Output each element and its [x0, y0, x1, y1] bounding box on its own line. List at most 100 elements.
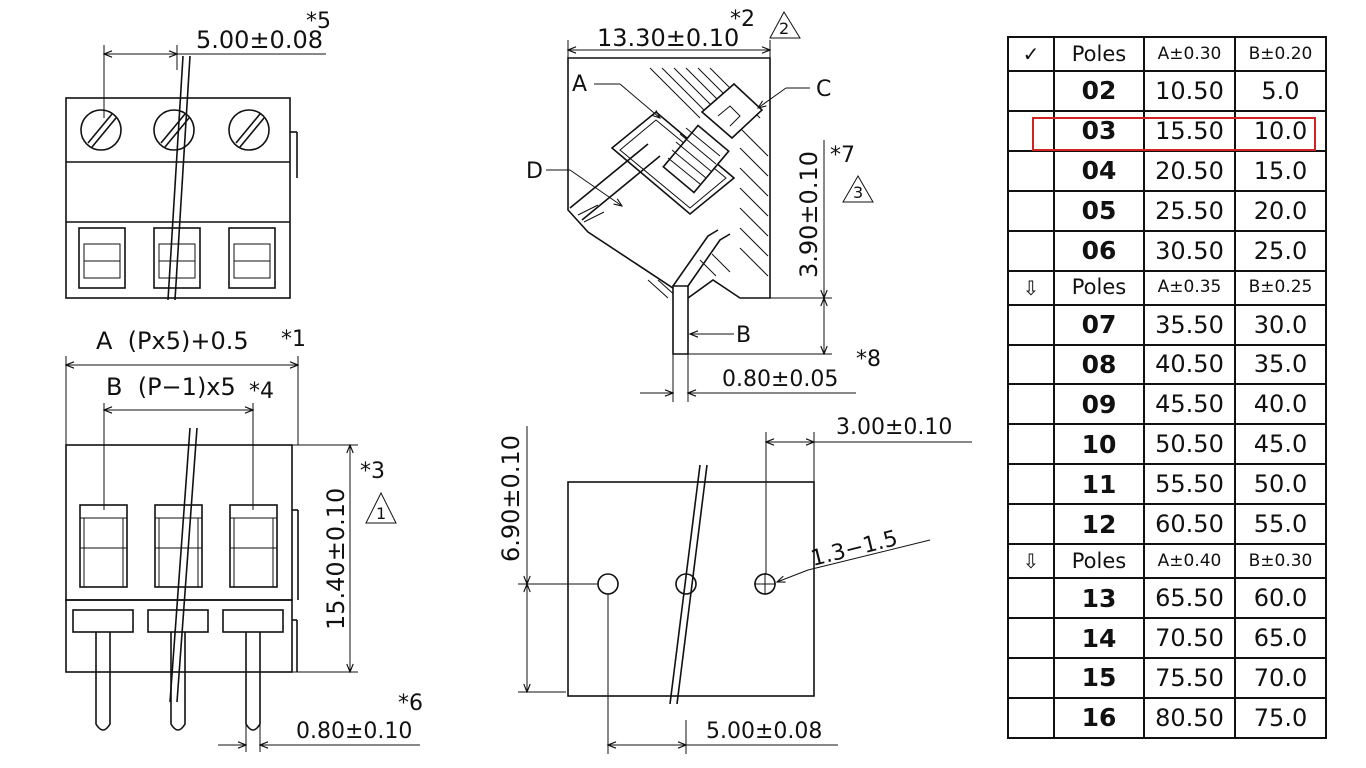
- screw-2: [153, 109, 195, 151]
- b-value-cell: 55.0: [1234, 503, 1327, 546]
- b-value-cell: B±0.25: [1234, 269, 1327, 306]
- a-value-cell: 20.50: [1143, 149, 1236, 192]
- a-value-cell: 25.50: [1143, 189, 1236, 232]
- bottom-view: A (Px5)+0.5 *1 B (P−1)x5 *4 15.40±0.10 *…: [66, 327, 423, 752]
- a-value-cell: A±0.30: [1143, 36, 1236, 72]
- row-mark: ⇩: [1007, 543, 1055, 580]
- b-value-cell: 40.0: [1234, 383, 1327, 426]
- poles-cell: 09: [1053, 383, 1145, 426]
- revision-triangle-3: [842, 174, 874, 203]
- row-mark: [1007, 463, 1055, 506]
- side-view: 13.30±0.10 *2 2 A C D B 3.90±0.10 *7 3 0…: [526, 7, 881, 402]
- poles-cell: 13: [1053, 577, 1145, 620]
- a-value-cell: 45.50: [1143, 383, 1236, 426]
- b-value-cell: B±0.20: [1234, 36, 1327, 72]
- a-value-cell: 35.50: [1143, 303, 1236, 346]
- poles-cell: 16: [1053, 696, 1145, 740]
- bottom-pin-dim: 0.80±0.10: [296, 719, 412, 744]
- poles-cell: 08: [1053, 343, 1145, 386]
- b-value-cell: 30.0: [1234, 303, 1327, 346]
- a-value-cell: 30.50: [1143, 229, 1236, 272]
- b-value-cell: 25.0: [1234, 229, 1327, 272]
- a-value-cell: A±0.40: [1143, 543, 1236, 580]
- row-mark: ⇩: [1007, 269, 1055, 306]
- b-value-cell: 5.0: [1234, 70, 1327, 112]
- bottom-height-note: *3: [360, 459, 385, 484]
- poles-cell: 15: [1053, 656, 1145, 699]
- pcb-view: 6.90±0.10 3.00±0.10 1.3−1.5 5.00±0.08: [497, 415, 972, 754]
- side-height-rev: 3: [853, 183, 863, 202]
- front-pitch-dim: 5.00±0.08: [196, 26, 323, 54]
- b-value-cell: 20.0: [1234, 189, 1327, 232]
- bottom-pin-note: *6: [398, 691, 423, 716]
- b-value-cell: 60.0: [1234, 577, 1327, 620]
- side-width-note: *2: [730, 7, 755, 32]
- pcb-offset-dim: 3.00±0.10: [836, 415, 952, 440]
- poles-cell: 14: [1053, 617, 1145, 659]
- a-value-cell: 70.50: [1143, 617, 1236, 659]
- a-value-cell: 60.50: [1143, 503, 1236, 546]
- b-value-cell: B±0.30: [1234, 543, 1327, 580]
- terminal-window-1: [79, 504, 128, 588]
- poles-cell: 05: [1053, 189, 1145, 232]
- b-value-cell: 75.0: [1234, 696, 1327, 740]
- b-value-cell: 15.0: [1234, 149, 1327, 192]
- a-value-cell: 80.50: [1143, 696, 1236, 740]
- a-value-cell: 40.50: [1143, 343, 1236, 386]
- label-d: D: [526, 159, 543, 184]
- b-value-cell: 50.0: [1234, 463, 1327, 506]
- wire-entry-3: [228, 227, 276, 289]
- row-mark: [1007, 189, 1055, 232]
- bottom-height-dim: 15.40±0.10: [322, 488, 350, 630]
- poles-cell: 04: [1053, 149, 1145, 192]
- row-mark: [1007, 423, 1055, 466]
- row-mark: [1007, 343, 1055, 386]
- side-height-note: *7: [830, 143, 855, 168]
- row-mark: [1007, 149, 1055, 192]
- row-mark: [1007, 617, 1055, 659]
- poles-cell: 02: [1053, 70, 1145, 112]
- a-value-cell: 55.50: [1143, 463, 1236, 506]
- pcb-height-dim: 6.90±0.10: [497, 435, 525, 562]
- row-mark: [1007, 577, 1055, 620]
- poles-cell: 03: [1053, 109, 1145, 152]
- front-view: 5.00±0.08 *5: [65, 9, 331, 301]
- screw-3: [228, 109, 270, 151]
- label-a: A: [572, 72, 587, 97]
- poles-cell: Poles: [1053, 269, 1145, 306]
- side-height-dim: 3.90±0.10: [795, 151, 823, 278]
- row-mark: ✓: [1007, 36, 1055, 72]
- selected-row-highlight: [1032, 117, 1316, 151]
- pcb-hole-dim: 1.3−1.5: [808, 526, 900, 572]
- terminal-window-3: [229, 504, 278, 588]
- b-value-cell: 65.0: [1234, 617, 1327, 659]
- row-mark: [1007, 229, 1055, 272]
- wire-entry-1: [78, 227, 126, 289]
- row-mark: [1007, 696, 1055, 740]
- poles-cell: 12: [1053, 503, 1145, 546]
- pcb-pitch-dim: 5.00±0.08: [706, 719, 822, 744]
- front-pitch-note: *5: [306, 9, 331, 34]
- b-value-cell: 70.0: [1234, 656, 1327, 699]
- row-mark: [1007, 383, 1055, 426]
- row-mark: [1007, 109, 1055, 152]
- poles-cell: Poles: [1053, 543, 1145, 580]
- poles-cell: Poles: [1053, 36, 1145, 72]
- a-value-cell: 50.50: [1143, 423, 1236, 466]
- b-value-cell: 45.0: [1234, 423, 1327, 466]
- row-mark: [1007, 503, 1055, 546]
- b-value-cell: 10.0: [1234, 109, 1327, 152]
